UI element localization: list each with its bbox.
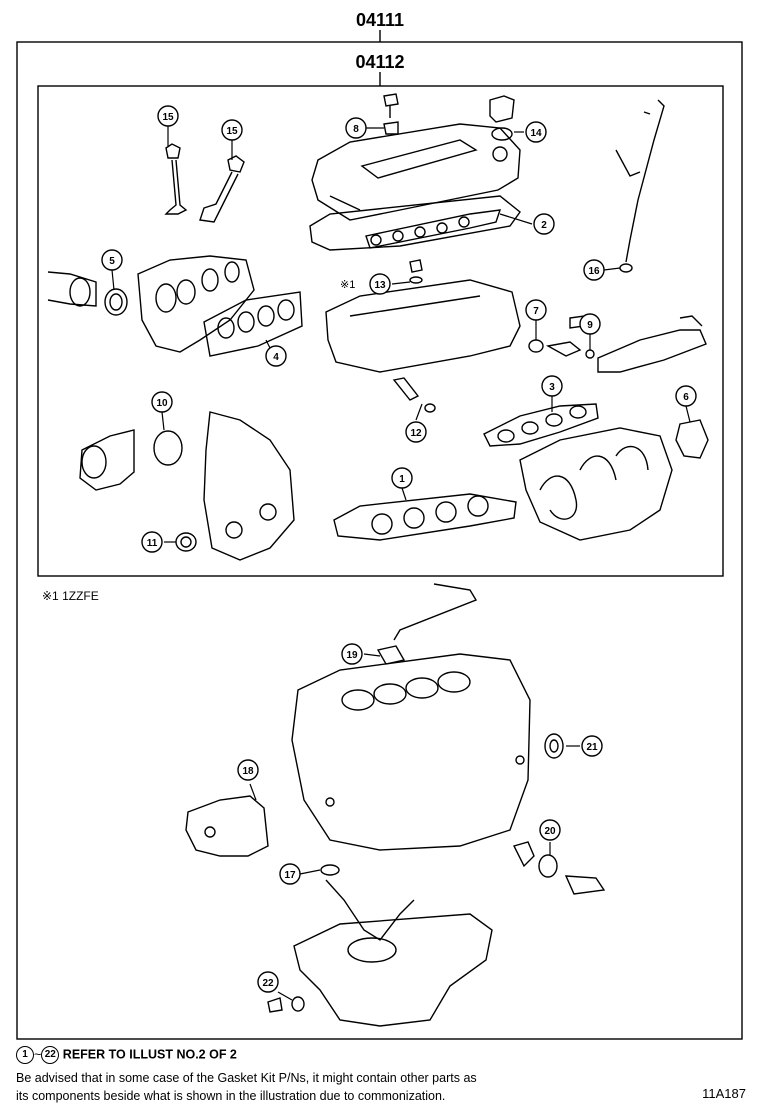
callout-1: 1 <box>391 467 413 489</box>
dipstick-guide <box>615 99 665 273</box>
svg-text:9: 9 <box>587 320 593 331</box>
svg-text:11: 11 <box>147 538 158 549</box>
oil-pump <box>185 795 269 857</box>
head-cover-bolt <box>383 93 399 135</box>
intake-valve <box>164 143 188 215</box>
callout-7: 7 <box>525 299 547 321</box>
note-mark: ※1 <box>340 279 355 291</box>
callout-18: 18 <box>237 759 259 781</box>
svg-text:5: 5 <box>109 256 115 267</box>
crankshaft-front-oil-seal <box>175 532 197 552</box>
exhaust-manifold <box>137 255 255 353</box>
intake-manifold-gasket <box>483 403 599 447</box>
head-cover-gasket <box>309 195 521 251</box>
svg-text:10: 10 <box>156 398 168 409</box>
range-separator: ~ <box>34 1047 42 1062</box>
cylinder-head-cover <box>311 123 521 221</box>
callout-9: 9 <box>579 313 601 335</box>
oil-pan <box>293 913 493 1027</box>
cylinder-head-gasket <box>333 493 517 541</box>
cylinder-head <box>325 279 521 373</box>
intake-manifold <box>519 427 673 541</box>
svg-text:※1: ※1 <box>340 279 355 291</box>
callout-21: 21 <box>581 735 603 757</box>
water-pump <box>79 429 135 491</box>
callout-8: 8 <box>345 117 367 139</box>
stud-bolt-washer <box>392 377 436 413</box>
svg-text:2: 2 <box>541 220 547 231</box>
callout-13: 13 <box>369 273 391 295</box>
advice-line-1: Be advised that in some case of the Gask… <box>16 1071 477 1085</box>
oil-level-gauge-guide <box>393 583 478 641</box>
exhaust-manifold-gasket <box>203 291 303 357</box>
callout-2: 2 <box>533 213 555 235</box>
svg-text:7: 7 <box>533 306 539 317</box>
svg-text:18: 18 <box>242 766 254 777</box>
oil-gauge-guide-gasket <box>376 645 406 665</box>
kit-number-inner: 04112 <box>355 52 404 72</box>
oil-filter-gasket <box>538 854 558 878</box>
callout-14: 14 <box>525 121 547 143</box>
inner-kit-frame <box>37 85 724 577</box>
cylinder-block <box>291 653 531 851</box>
svg-text:19: 19 <box>346 650 358 661</box>
svg-text:17: 17 <box>284 870 296 881</box>
engine-note: ※1 1ZZFE <box>42 589 99 603</box>
callout-19: 19 <box>341 643 363 665</box>
svg-text:1: 1 <box>399 474 405 485</box>
water-pump-o-ring <box>153 430 183 466</box>
advice-line-2: its components beside what is shown in t… <box>16 1089 446 1103</box>
oil-strainer <box>325 879 415 941</box>
callout-10: 10 <box>151 391 173 413</box>
timing-chain-cover <box>203 411 295 561</box>
oil-filter-union <box>512 841 535 868</box>
svg-text:4: 4 <box>273 352 279 363</box>
exhaust-manifold-gasket-ring <box>104 288 128 316</box>
oil-filler-cap <box>489 95 515 141</box>
svg-text:8: 8 <box>353 124 359 135</box>
callout-15b: 15 <box>221 119 243 141</box>
range-start-marker: 1 <box>16 1046 34 1064</box>
callout-5: 5 <box>101 249 123 271</box>
callout-22: 22 <box>257 971 279 993</box>
callout-4: 4 <box>265 345 287 367</box>
svg-text:16: 16 <box>588 266 600 277</box>
callout-12: 12 <box>405 421 427 443</box>
callout-17: 17 <box>279 863 301 885</box>
figure-code: 11A187 <box>702 1086 746 1101</box>
svg-text:15: 15 <box>226 126 238 137</box>
svg-text:13: 13 <box>374 280 386 291</box>
oil-strainer-gasket <box>320 864 340 876</box>
callout-6: 6 <box>675 385 697 407</box>
injector-seal <box>528 339 544 353</box>
kit-number-outer: 04111 <box>356 10 404 30</box>
exhaust-pipe-end <box>47 271 97 307</box>
svg-text:14: 14 <box>530 128 542 139</box>
callout-11: 11 <box>141 531 163 553</box>
oil-pressure-sender <box>564 875 606 895</box>
svg-text:6: 6 <box>683 392 689 403</box>
svg-text:3: 3 <box>549 382 555 393</box>
callout-3: 3 <box>541 375 563 397</box>
svg-text:22: 22 <box>262 978 274 989</box>
outer-kit-frame <box>16 41 743 1040</box>
svg-text:12: 12 <box>410 428 422 439</box>
callout-20: 20 <box>539 819 561 841</box>
refer-text: REFER TO ILLUST NO.2 OF 2 <box>62 1047 237 1062</box>
callout-15a: 15 <box>157 105 179 127</box>
fuel-delivery-pipe <box>597 315 707 373</box>
rear-oil-seal <box>544 733 564 759</box>
throttle-body-gasket <box>675 419 709 459</box>
plug-seal <box>409 259 423 284</box>
exhaust-valve <box>199 155 245 223</box>
range-end-marker: 22 <box>41 1046 60 1064</box>
svg-text:21: 21 <box>586 742 598 753</box>
refer-note: 1~22 REFER TO ILLUST NO.2 OF 2 <box>16 1046 237 1064</box>
svg-text:20: 20 <box>544 826 556 837</box>
callout-16: 16 <box>583 259 605 281</box>
svg-text:15: 15 <box>162 112 174 123</box>
drain-plug-and-gasket <box>267 996 305 1013</box>
